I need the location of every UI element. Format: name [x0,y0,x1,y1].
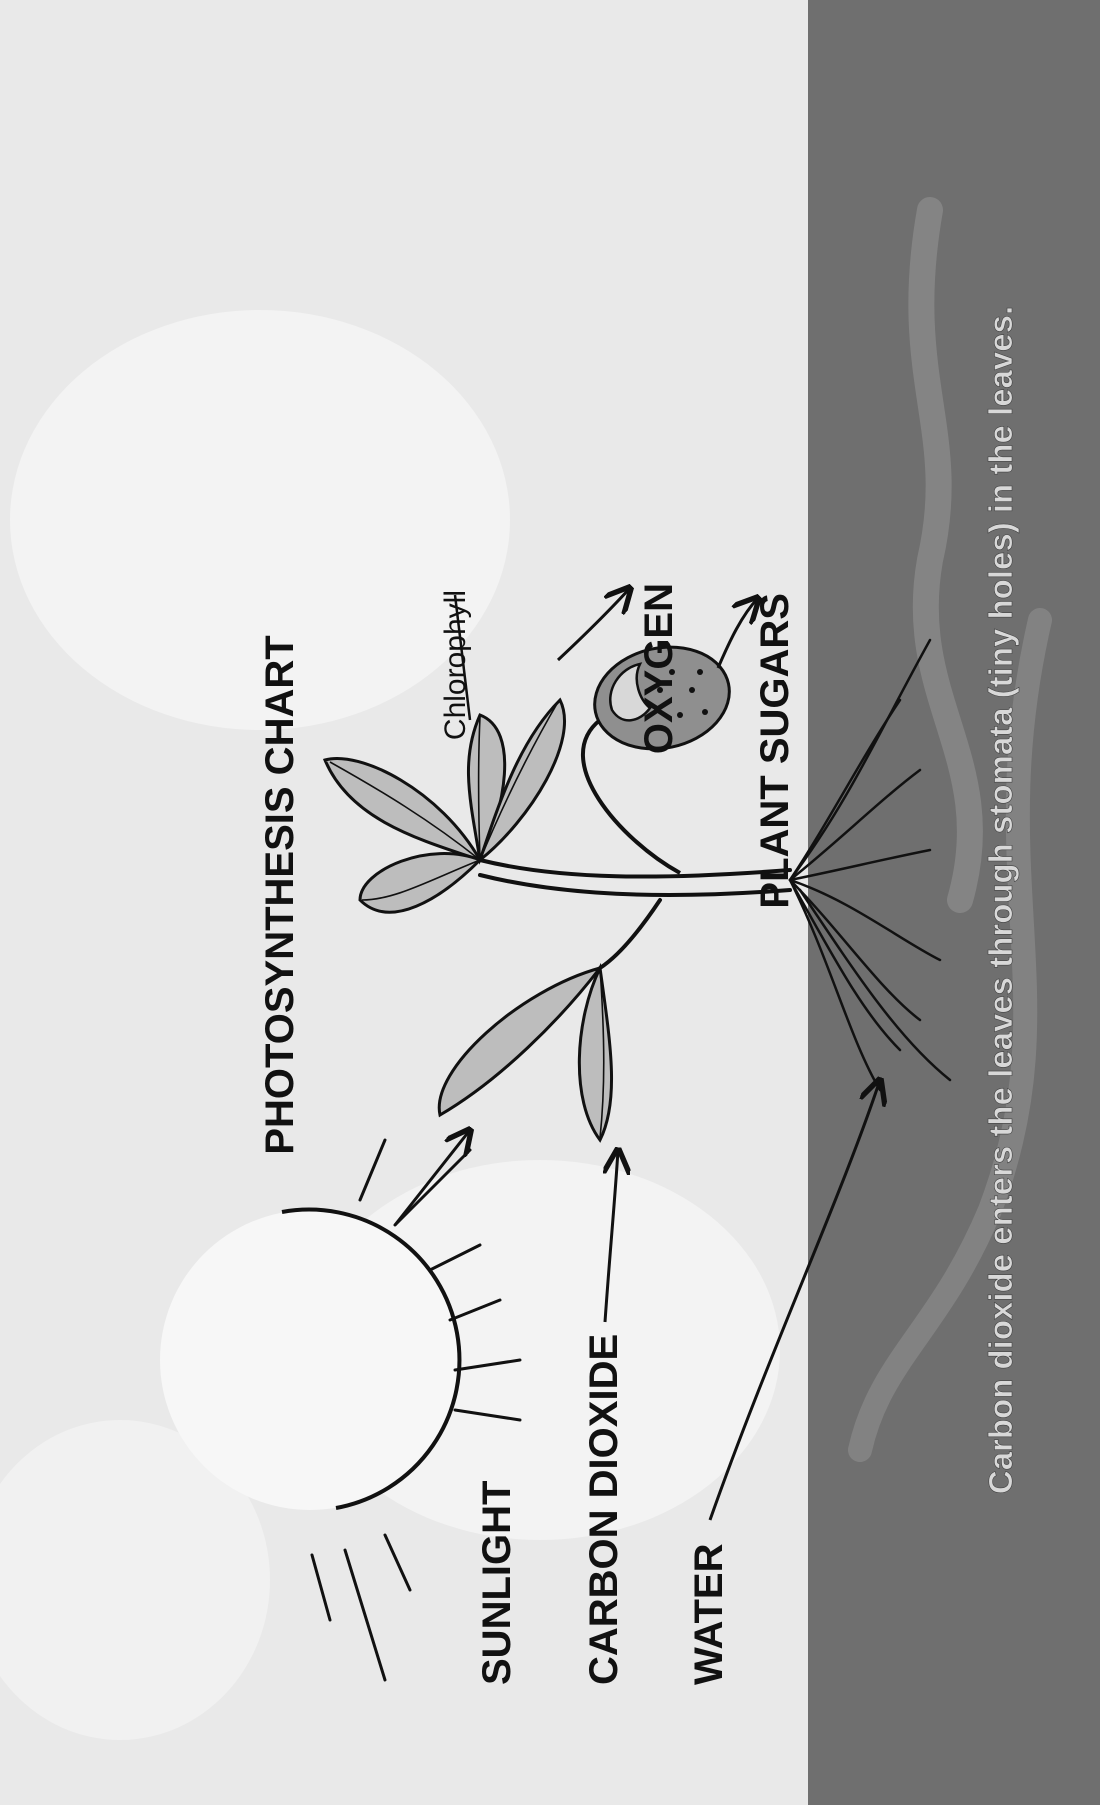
chart-title: PHOTOSYNTHESIS CHART [258,635,302,1154]
sun [160,1210,460,1510]
plant-sugars-label: PLANT SUGARS [753,593,797,909]
chlorophyll-label: Chlorophyll [439,590,472,740]
caption: Carbon dioxide enters the leaves through… [982,306,1019,1494]
oxygen-label: OXYGEN [637,583,681,754]
water-label: WATER [687,1543,731,1685]
carbon-dioxide-label: CARBON DIOXIDE [582,1334,626,1685]
sunlight-label: SUNLIGHT [475,1481,519,1685]
